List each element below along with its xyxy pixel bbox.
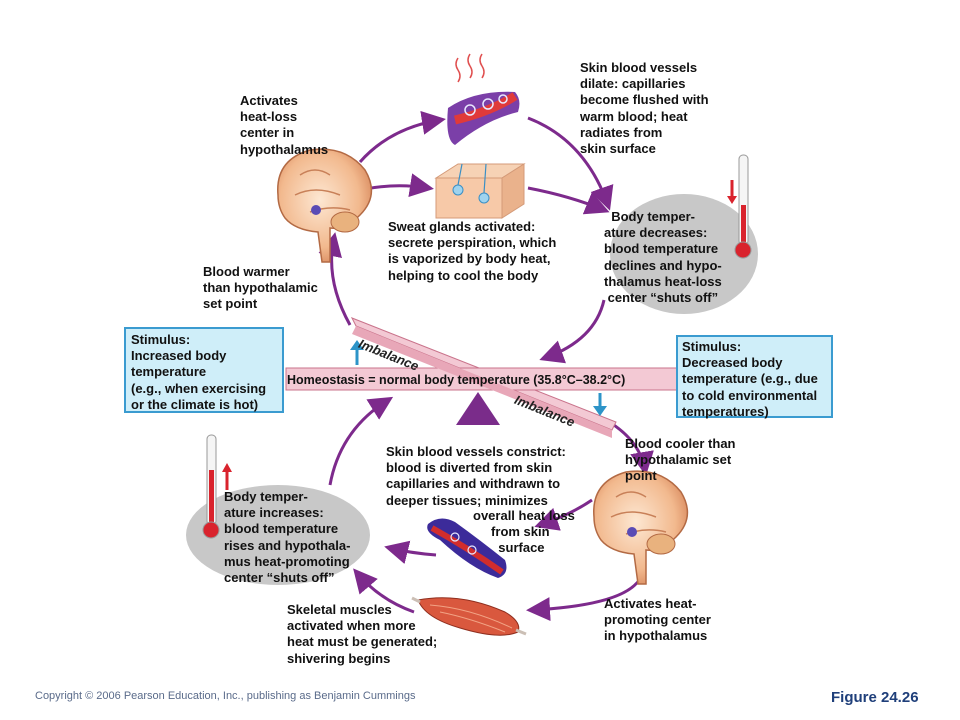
seesaw-beam: [285, 317, 681, 438]
arrow-sweat-to-ellipse: [527, 186, 610, 215]
label-skin-constrict: Skin blood vessels constrict: blood is d…: [386, 444, 566, 508]
arrow-muscle-to-ellipse: [353, 568, 415, 614]
copyright-text: Copyright © 2006 Pearson Education, Inc.…: [35, 690, 416, 702]
blood-vessel-icon: [427, 518, 507, 578]
blood-vessel-icon: [447, 53, 520, 145]
figure-number: Figure 24.26: [831, 689, 919, 706]
label-skeletal-muscles: Skeletal muscles activated when more hea…: [287, 602, 438, 666]
stimulus-right-box: [676, 335, 833, 418]
stimulus-left-box: [124, 327, 284, 413]
label-temp-increases: Body temper- ature increases: blood temp…: [224, 489, 351, 586]
fulcrum-triangle: [456, 392, 500, 425]
thermometer-icon: [202, 434, 232, 539]
skin-sweat-gland-icon: [434, 163, 526, 219]
up-arrow-icon: [350, 340, 364, 365]
thermometer-icon: [727, 154, 752, 259]
arrow-brain-to-vessels: [358, 111, 446, 163]
arrow-vessels-to-ellipse-lower: [384, 540, 437, 565]
arrow-ellipse-to-homeostasis: [539, 299, 606, 364]
label-blood-warmer: Blood warmer than hypothalamic set point: [203, 264, 318, 312]
muscle-icon: [411, 596, 527, 636]
label-stimulus-right: Stimulus: Decreased body temperature (e.…: [682, 339, 818, 419]
label-temp-decreases: Body temper- ature decreases: blood temp…: [604, 209, 722, 306]
label-sweat-glands: Sweat glands activated: secrete perspira…: [388, 219, 557, 283]
label-blood-cooler: Blood cooler than hypothalamic set point: [625, 436, 736, 484]
arrow-vessels-to-ellipse: [527, 116, 614, 211]
label-activates-heat-promoting: Activates heat- promoting center in hypo…: [604, 596, 711, 644]
label-skin-dilate: Skin blood vessels dilate: capillaries b…: [580, 60, 709, 157]
arrow-ellipse-to-homeostasis-lower: [328, 396, 394, 486]
ellipse-temp-increases: [186, 485, 370, 585]
label-homeostasis: Homeostasis = normal body temperature (3…: [287, 373, 626, 387]
brain-icon: [593, 470, 689, 585]
brain-icon: [277, 148, 373, 263]
arrow-to-brain-upper: [318, 232, 352, 326]
label-activates-heat-loss: Activates heat-loss center in hypothalam…: [240, 93, 329, 157]
label-skin-constrict-cont: overall heat loss from skin surface: [473, 508, 575, 556]
down-arrow-icon: [593, 393, 607, 416]
label-stimulus-left: Stimulus: Increased body temperature (e.…: [131, 332, 267, 412]
ellipse-temp-decreases: [610, 194, 758, 314]
arrow-brain-to-constrict: [534, 498, 593, 531]
